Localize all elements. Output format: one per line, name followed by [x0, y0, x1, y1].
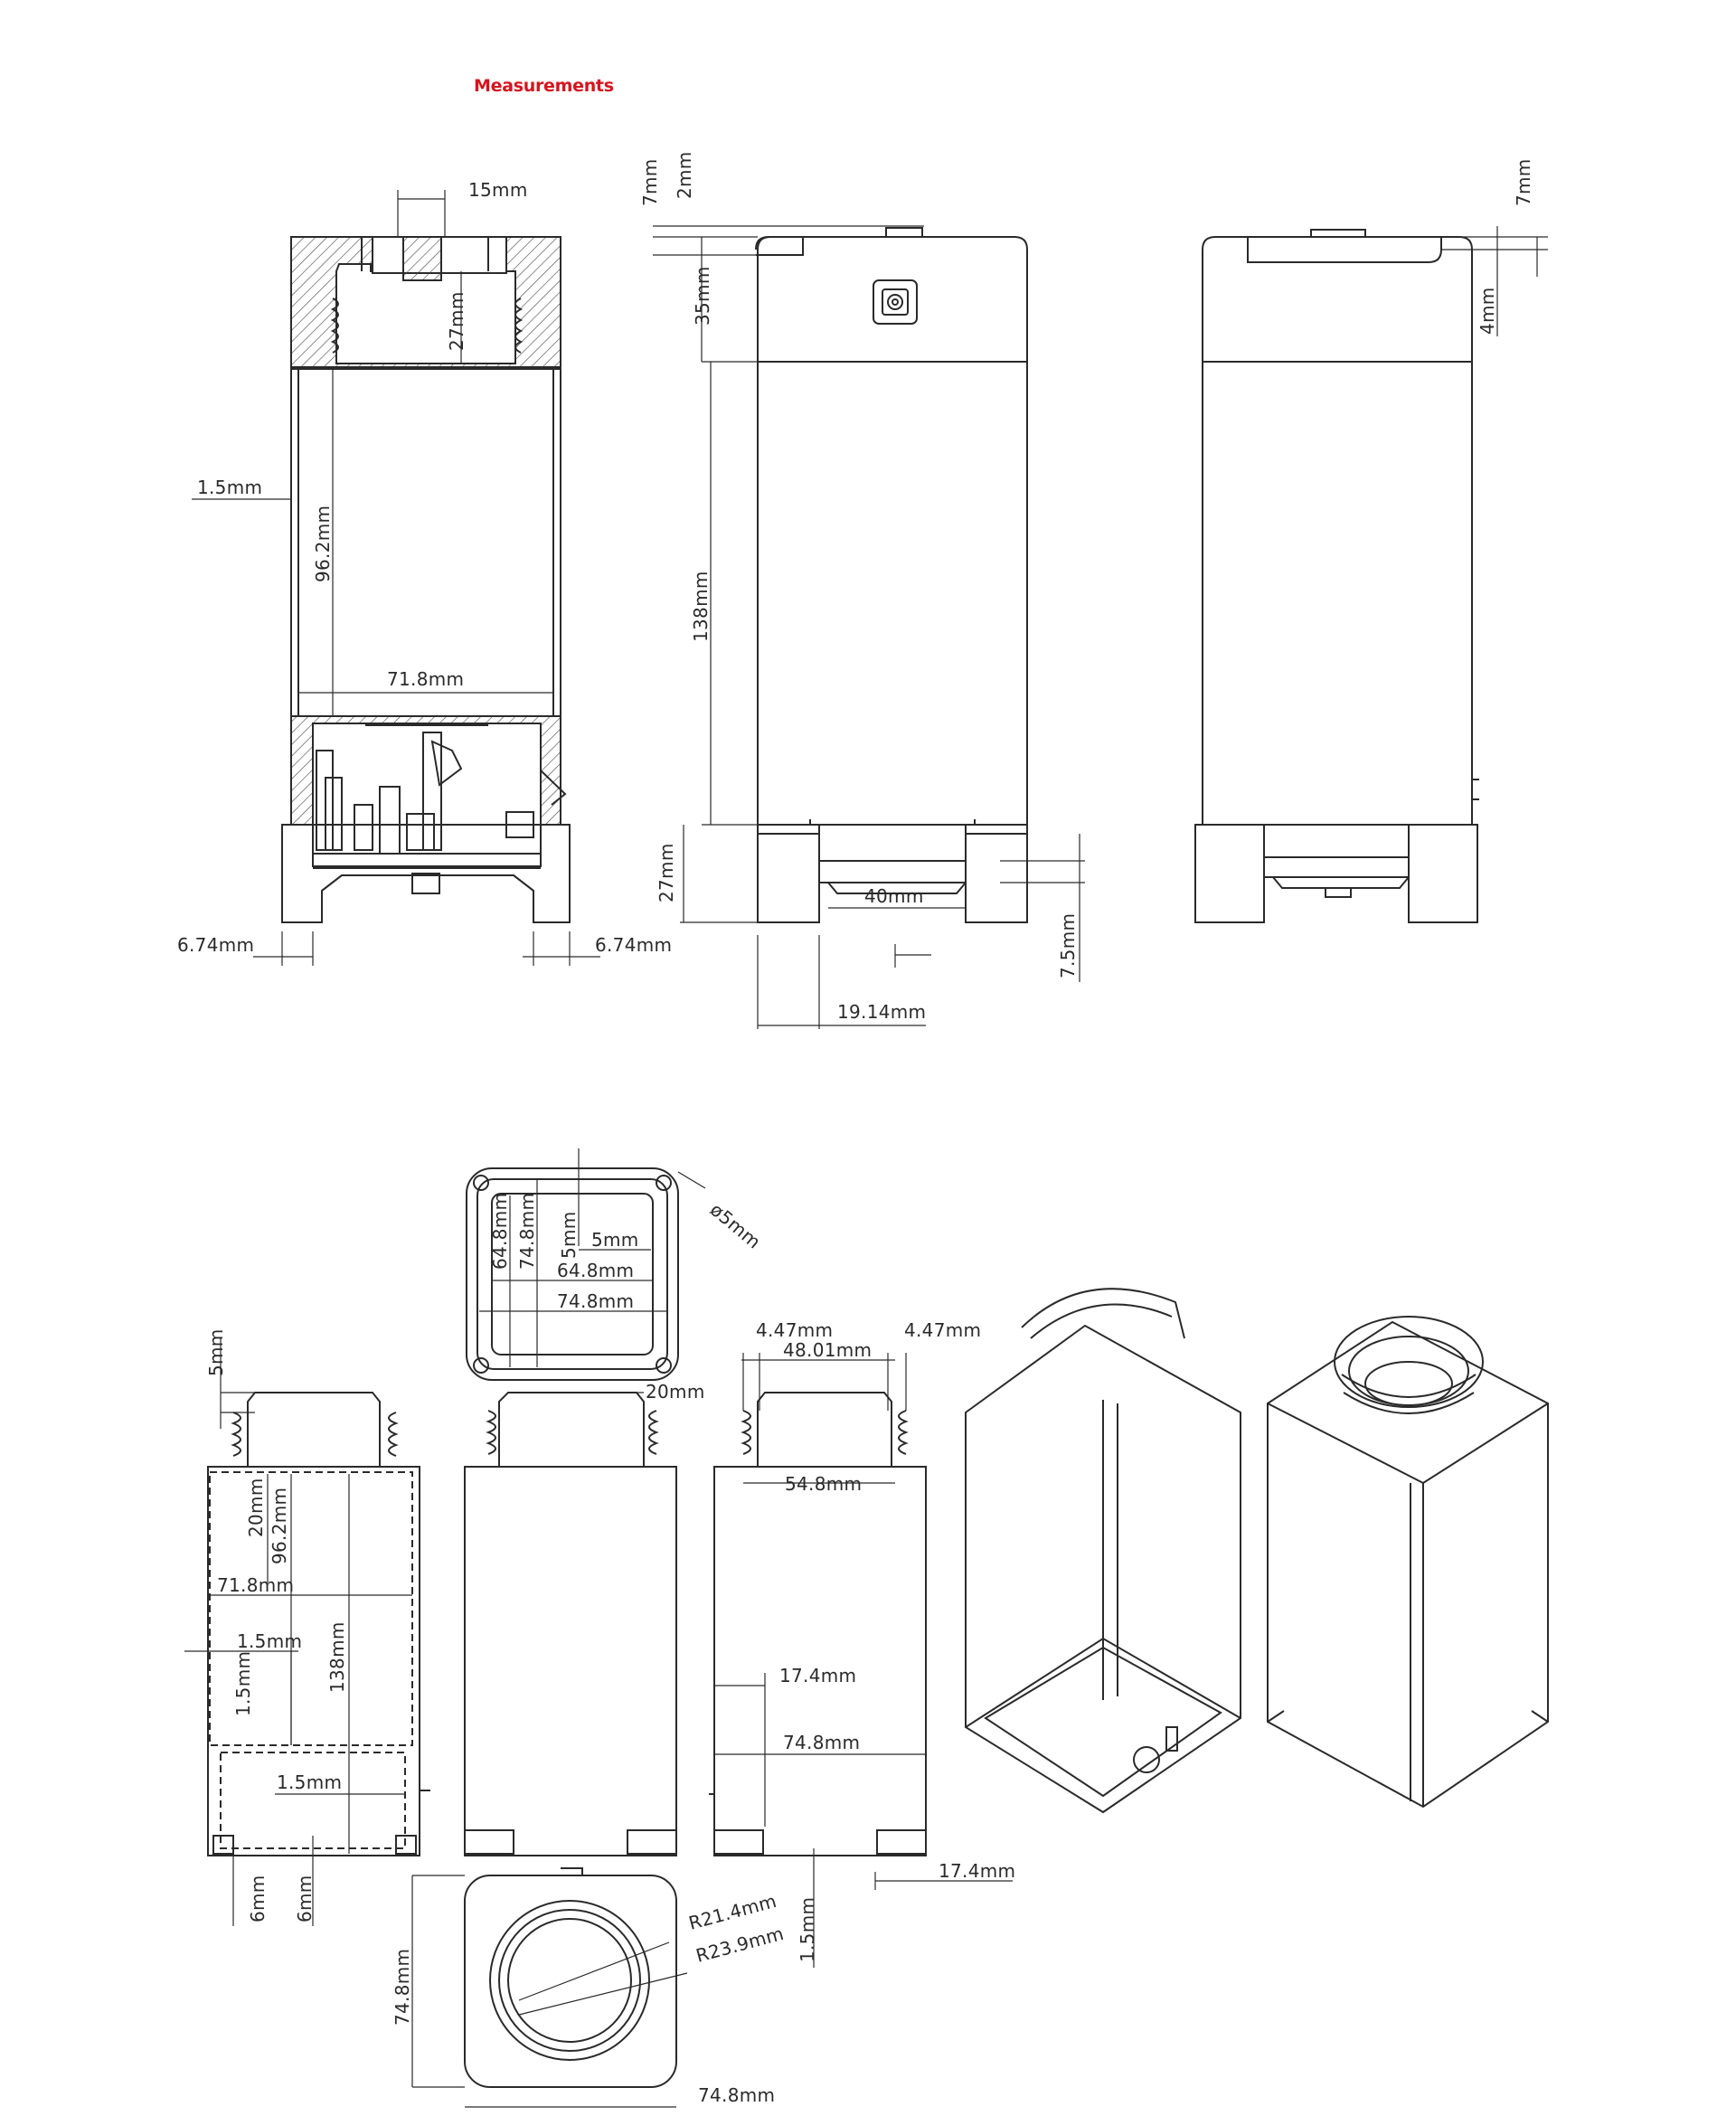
screw-section — [402, 236, 442, 281]
dim-neck-offset: 20mm — [646, 1381, 705, 1403]
dim-foot-height-right: 6mm — [294, 1875, 316, 1922]
dim-thread-depth: 27mm — [446, 291, 467, 351]
dim-base-height: 27mm — [656, 843, 677, 902]
top-square-view — [466, 1167, 679, 1381]
side-foot-left — [1194, 824, 1265, 923]
isometric-view-top — [1267, 1316, 1549, 1809]
front-body — [757, 236, 1028, 826]
dim-cap-height: 35mm — [692, 266, 713, 326]
dim-corner-offset-h: 5mm — [591, 1229, 639, 1251]
dim-foot-left: 6.74mm — [177, 934, 254, 956]
dim-outer-square-v: 74.8mm — [516, 1193, 538, 1270]
page-title: Measurements — [474, 76, 614, 96]
dim-side-offset: 17.4mm — [779, 1665, 856, 1686]
dim-total-height: 138mm — [326, 1621, 348, 1693]
section-view — [281, 236, 571, 923]
dim-side-lip: 4mm — [1477, 287, 1498, 335]
dim-wall: 1.5mm — [197, 477, 262, 498]
elevation-left-body — [207, 1466, 420, 1856]
dim-corner-offset-v: 5mm — [558, 1211, 580, 1259]
dim-outer-square-h: 74.8mm — [557, 1290, 634, 1312]
dimension-labels: 15mm 27mm 1.5mm 96.2mm 71.8mm 6.74mm 6.7… — [177, 151, 1534, 2106]
front-view — [755, 227, 1028, 923]
side-foot-right — [1408, 824, 1478, 923]
base-outline — [464, 1875, 677, 2088]
dim-rib-left: 4.47mm — [756, 1319, 833, 1341]
dim-screw-width: 15mm — [468, 179, 528, 201]
dim-foot-height-left: 6mm — [247, 1875, 269, 1922]
dim-rib-right: 4.47mm — [904, 1319, 981, 1341]
dim-base-span: 40mm — [864, 885, 924, 907]
dim-floor-wall: 1.5mm — [277, 1771, 342, 1793]
dim-body-height: 138mm — [690, 571, 712, 642]
dim-side-bottom: 17.4mm — [939, 1860, 1015, 1882]
elevation-middle-body — [464, 1466, 677, 1856]
dim-wall-h: 1.5mm — [237, 1630, 302, 1652]
elevation-right — [709, 1392, 927, 1856]
dim-wall-v: 1.5mm — [232, 1651, 254, 1716]
side-body — [1202, 236, 1473, 826]
dim-inner-square-h: 64.8mm — [557, 1260, 634, 1281]
dim-shoulder-width: 54.8mm — [785, 1473, 862, 1495]
elevation-middle — [464, 1392, 677, 1856]
cap-top-outline — [466, 1167, 679, 1381]
elevation-right-body — [713, 1466, 927, 1856]
power-port-icon — [873, 279, 918, 325]
base-view — [464, 1867, 677, 2088]
elevation-left — [207, 1392, 430, 1856]
dim-lid-gap: 7mm — [639, 158, 661, 206]
dim-neck-width: 48.01mm — [783, 1339, 872, 1361]
dim-foot-right: 6.74mm — [595, 934, 672, 956]
dim-side-gap: 7mm — [1513, 158, 1534, 206]
front-foot-right — [965, 824, 1028, 923]
dim-base-height: 74.8mm — [392, 1949, 413, 2026]
dim-side-width: 74.8mm — [783, 1732, 860, 1753]
iso-top-body — [1267, 1320, 1549, 1809]
dim-thread-zone: 20mm — [245, 1478, 267, 1537]
dim-lid-lip: 2mm — [674, 151, 695, 199]
dim-fillet-diameter: ø5mm — [706, 1198, 765, 1252]
dim-base-width: 74.8mm — [698, 2084, 775, 2106]
front-foot-left — [757, 824, 820, 923]
dim-inner-height: 96.2mm — [312, 505, 334, 582]
dim-base-wall: 1.5mm — [797, 1897, 818, 1962]
dim-inner-height-b: 96.2mm — [269, 1488, 290, 1564]
dim-inner-width: 71.8mm — [387, 668, 464, 690]
dim-foot-width: 19.14mm — [837, 1001, 926, 1023]
isometric-view-bottom — [965, 1288, 1241, 1814]
dim-neck-height: 5mm — [205, 1328, 227, 1376]
side-view — [1194, 229, 1479, 923]
dim-inner-square-v: 64.8mm — [489, 1193, 511, 1270]
dimension-lines — [184, 190, 1548, 2108]
dim-base-clearance: 7.5mm — [1057, 913, 1079, 978]
dim-inner-width-b: 71.8mm — [217, 1574, 294, 1596]
